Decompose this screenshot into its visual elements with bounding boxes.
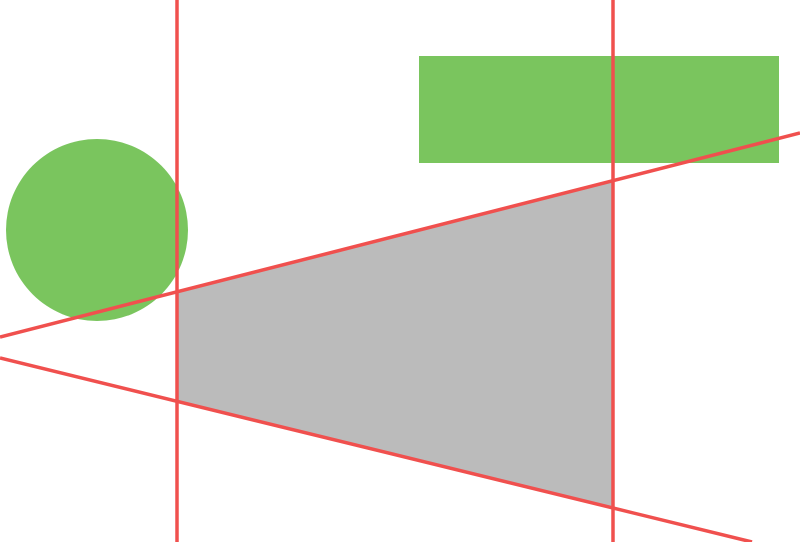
green-circle bbox=[6, 139, 188, 321]
diagonal-line-rising bbox=[0, 131, 800, 339]
gray-trapezoid bbox=[177, 180, 613, 508]
green-rectangle bbox=[419, 56, 779, 163]
diagonal-line-falling bbox=[0, 356, 753, 542]
